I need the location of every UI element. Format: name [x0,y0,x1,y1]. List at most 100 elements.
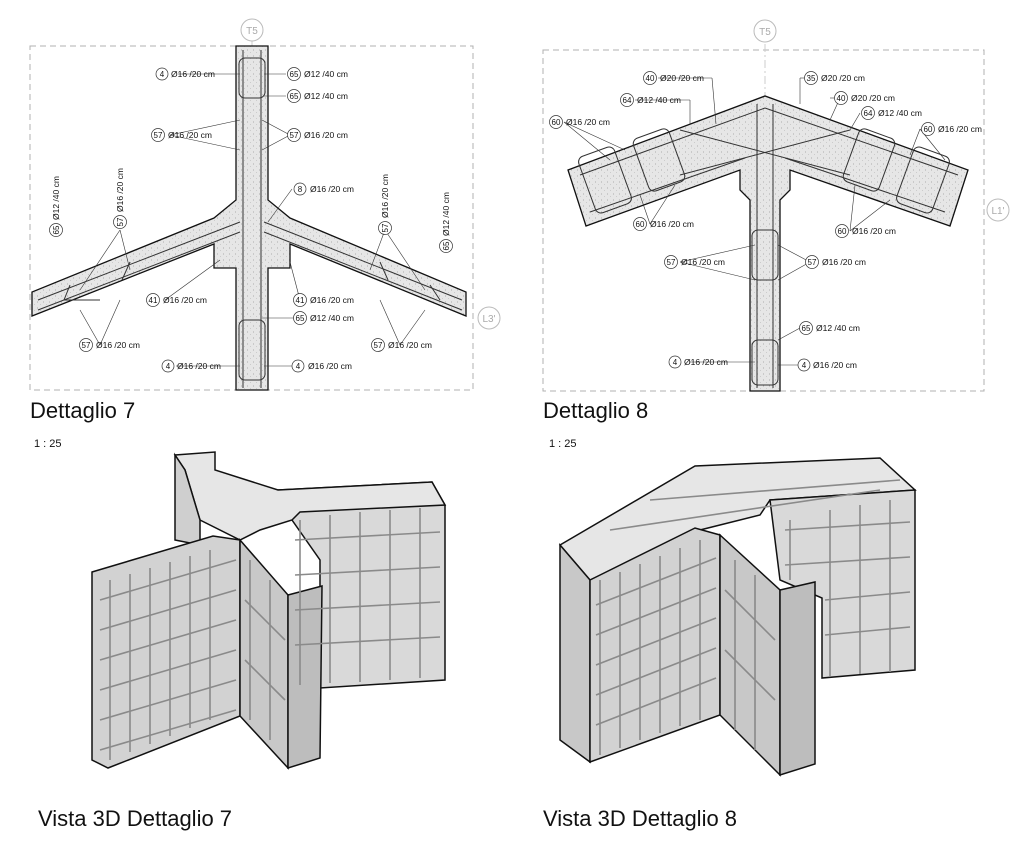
svg-text:40: 40 [646,74,655,83]
svg-text:64: 64 [864,109,873,118]
svg-text:Ø12 /40 cm: Ø12 /40 cm [304,69,348,79]
view-3d-detail-8 [558,457,917,777]
svg-text:Ø16 /20 cm: Ø16 /20 cm [822,257,866,267]
svg-text:4: 4 [802,361,807,370]
svg-text:Ø16 /20 cm: Ø16 /20 cm [684,357,728,367]
svg-text:Ø16 /20 cm: Ø16 /20 cm [650,219,694,229]
svg-text:Ø16 /20 cm: Ø16 /20 cm [938,124,982,134]
callout: 40 Ø20 /20 cm [834,91,895,105]
svg-text:Ø16 /20 cm: Ø16 /20 cm [115,168,125,212]
view-3d-7-scale: 1 : 25 [34,438,62,450]
3d-8-back-wall [769,489,916,679]
svg-text:60: 60 [924,125,933,134]
view-3d-detail-7 [91,451,447,770]
svg-text:35: 35 [807,74,816,83]
svg-text:4: 4 [166,362,171,371]
svg-text:Ø12 /40 cm: Ø12 /40 cm [816,323,860,333]
3d-7-rear-pier [174,452,201,546]
svg-text:57: 57 [374,341,383,350]
callout: 60 Ø16 /20 cm [921,122,982,136]
svg-text:Ø16 /20 cm: Ø16 /20 cm [304,130,348,140]
svg-text:Ø20 /20 cm: Ø20 /20 cm [851,93,895,103]
svg-text:Ø12 /40 cm: Ø12 /40 cm [637,95,681,105]
svg-text:64: 64 [623,96,632,105]
svg-text:Ø16 /20 cm: Ø16 /20 cm [168,130,212,140]
svg-text:Ø16 /20 cm: Ø16 /20 cm [310,295,354,305]
callout: 60 Ø16 /20 cm [835,224,896,238]
callout: 4 Ø16 /20 cm [668,355,728,369]
svg-text:60: 60 [838,227,847,236]
svg-text:Ø16 /20 cm: Ø16 /20 cm [171,69,215,79]
3d-7-rebar-grid [99,508,441,760]
detail-8-grid-side-label: L1' [991,206,1004,217]
svg-text:57: 57 [154,131,163,140]
detail-7-grid-side-label: L3' [482,314,495,325]
callout: 65 Ø12 /40 cm [287,67,348,81]
3d-8-rebar-grid [595,479,911,755]
svg-text:65: 65 [290,92,299,101]
svg-text:65: 65 [290,70,299,79]
svg-text:Ø12 /40 cm: Ø12 /40 cm [441,192,451,236]
detail-7-grid-top-label: T5 [246,26,258,37]
svg-text:Ø20 /20 cm: Ø20 /20 cm [660,73,704,83]
detail-7-caption: Dettaglio 7 [30,398,136,423]
detail-8-wall-section [567,95,969,392]
detail-7-rebars [37,50,463,388]
3d-7-front-right-wall [239,538,289,770]
svg-text:Ø16 /20 cm: Ø16 /20 cm [163,295,207,305]
callout: 35 Ø20 /20 cm [804,71,865,85]
svg-text:Ø12 /40 cm: Ø12 /40 cm [310,313,354,323]
detail-8-grid-side-bubble [986,198,1010,222]
detail-7-plan: T5 L3' [29,18,501,391]
svg-text:Ø16 /20 cm: Ø16 /20 cm [388,340,432,350]
detail-7-grid-top-bubble [240,18,264,42]
detail-7-callouts [79,73,426,367]
callout-vertical: 65 Ø12 /40 cm [49,176,63,237]
detail-8-caption: Dettaglio 8 [543,398,649,423]
callout: 60 Ø16 /20 cm [633,217,694,231]
detail-8-plan: T5 L1' [542,19,1010,392]
svg-text:Ø16 /20 cm: Ø16 /20 cm [852,226,896,236]
svg-text:40: 40 [837,94,846,103]
detail-7-wall-section [31,45,467,391]
svg-text:8: 8 [298,185,303,194]
callout: 4 Ø16 /20 cm [161,359,221,373]
callout: 64 Ø12 /40 cm [861,106,922,120]
callout: 4 Ø16 /20 cm [291,359,352,373]
detail-8-rebars [578,104,959,388]
svg-text:Ø16 /20 cm: Ø16 /20 cm [681,257,725,267]
svg-text:Ø12 /40 cm: Ø12 /40 cm [878,108,922,118]
svg-text:65: 65 [442,241,451,250]
svg-text:65: 65 [52,225,61,234]
callout: 57 Ø16 /20 cm [151,128,212,142]
svg-text:Ø16 /20 cm: Ø16 /20 cm [310,184,354,194]
svg-text:Ø16 /20 cm: Ø16 /20 cm [177,361,221,371]
svg-text:4: 4 [296,362,301,371]
svg-text:60: 60 [636,220,645,229]
3d-8-front-edge-wall [779,581,816,777]
detail-8-callouts [563,77,946,366]
view-3d-7-caption: Vista 3D Dettaglio 7 [38,806,233,831]
svg-text:4: 4 [673,358,678,367]
svg-text:57: 57 [381,223,390,232]
3d-7-front-edge-wall [287,585,323,770]
3d-7-front-left-wall [91,535,241,769]
detail-8-grid-top-label: T5 [759,27,771,38]
svg-text:65: 65 [802,324,811,333]
svg-text:Ø12 /40 cm: Ø12 /40 cm [51,176,61,220]
callout: 64 Ø12 /40 cm [620,93,681,107]
svg-text:Ø16 /20 cm: Ø16 /20 cm [308,361,352,371]
svg-text:Ø20 /20 cm: Ø20 /20 cm [821,73,865,83]
svg-text:57: 57 [82,341,91,350]
